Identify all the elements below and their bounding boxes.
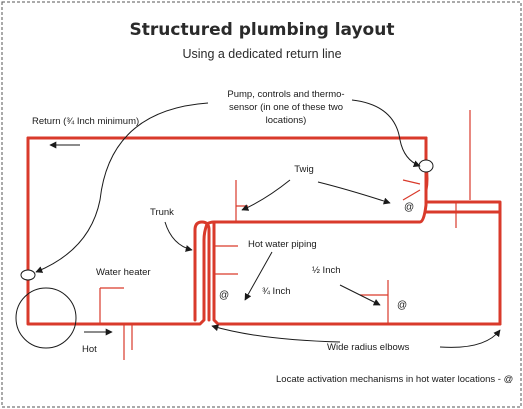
hot-label: Hot <box>82 344 97 355</box>
trunk-arrow <box>164 221 193 252</box>
pump-arrow-left <box>35 102 209 273</box>
three-quarter-inch-label: ¾ Inch <box>262 286 291 297</box>
water-heater-tank <box>15 287 77 349</box>
pump-label-line1: Pump, controls and thermo- <box>227 89 344 100</box>
hot-water-piping-label: Hot water piping <box>248 239 317 250</box>
footer-note: Locate activation mechanisms in hot wate… <box>276 374 513 385</box>
half-inch-arrow <box>339 284 381 306</box>
twig-label: Twig <box>294 164 314 175</box>
pump-oval-right <box>418 159 434 173</box>
at-marker-right: @ <box>397 300 407 311</box>
pump-arrow-right <box>351 99 421 168</box>
three-quarter-arrow <box>244 251 273 301</box>
right-pipe <box>424 136 502 326</box>
water-heater-label: Water heater <box>96 267 151 278</box>
elbow-arrow-right <box>439 329 501 348</box>
twig-middle <box>214 245 238 275</box>
at-marker-upper-right: @ <box>404 202 414 213</box>
diagram-subtitle: Using a dedicated return line <box>182 47 341 61</box>
twig-arrow-right <box>317 181 391 205</box>
trunk-pipe <box>193 220 211 322</box>
diagram-title: Structured plumbing layout <box>130 20 395 40</box>
twig-upper-left <box>235 180 248 222</box>
trunk-label: Trunk <box>150 207 174 218</box>
pump-label-line3: locations) <box>266 115 307 126</box>
return-label: Return (¾ Inch minimum) <box>32 116 139 127</box>
twig-pump-area <box>402 179 421 201</box>
twig-arrow-left <box>241 179 291 211</box>
twig-heater-down <box>123 324 133 360</box>
at-marker-left: @ <box>219 290 229 301</box>
pump-label-line2: sensor (in one of these two <box>229 102 343 113</box>
twig-heater-up <box>99 287 124 324</box>
pump-oval-left <box>20 269 36 281</box>
half-inch-label: ½ Inch <box>312 265 341 276</box>
elbow-arrow-left <box>211 324 341 343</box>
twig-half-inch <box>360 280 389 324</box>
wide-radius-elbows-label: Wide radius elbows <box>327 342 410 353</box>
